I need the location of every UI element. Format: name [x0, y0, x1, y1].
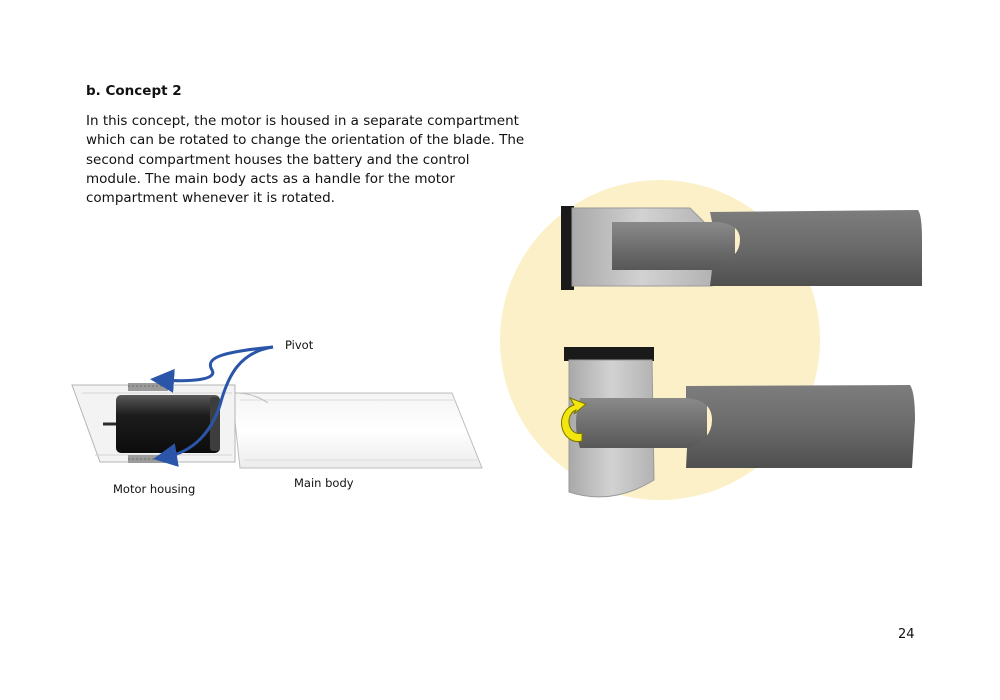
section-paragraph: In this concept, the motor is housed in …: [86, 112, 525, 208]
paragraph-line: which can be rotated to change the orien…: [86, 132, 525, 149]
paragraph-line: module. The main body acts as a handle f…: [86, 170, 455, 187]
motor-housing-label: Motor housing: [113, 482, 196, 496]
main-body-label: Main body: [294, 476, 354, 490]
rotate-arrow-icon: [561, 397, 587, 443]
assembly-straight: [561, 206, 922, 290]
paragraph-line: second compartment houses the battery an…: [86, 151, 470, 168]
assembly-rotated: [561, 347, 915, 498]
motor: [103, 395, 220, 453]
paragraph-line: In this concept, the motor is housed in …: [86, 113, 519, 129]
page-number: 24: [898, 627, 915, 642]
pivot-arrows: [150, 345, 274, 467]
main-body-outline: [231, 392, 483, 469]
section-heading: b. Concept 2: [86, 83, 182, 99]
paragraph-line: compartment whenever it is rotated.: [86, 190, 335, 207]
pivot-label: Pivot: [285, 338, 314, 352]
